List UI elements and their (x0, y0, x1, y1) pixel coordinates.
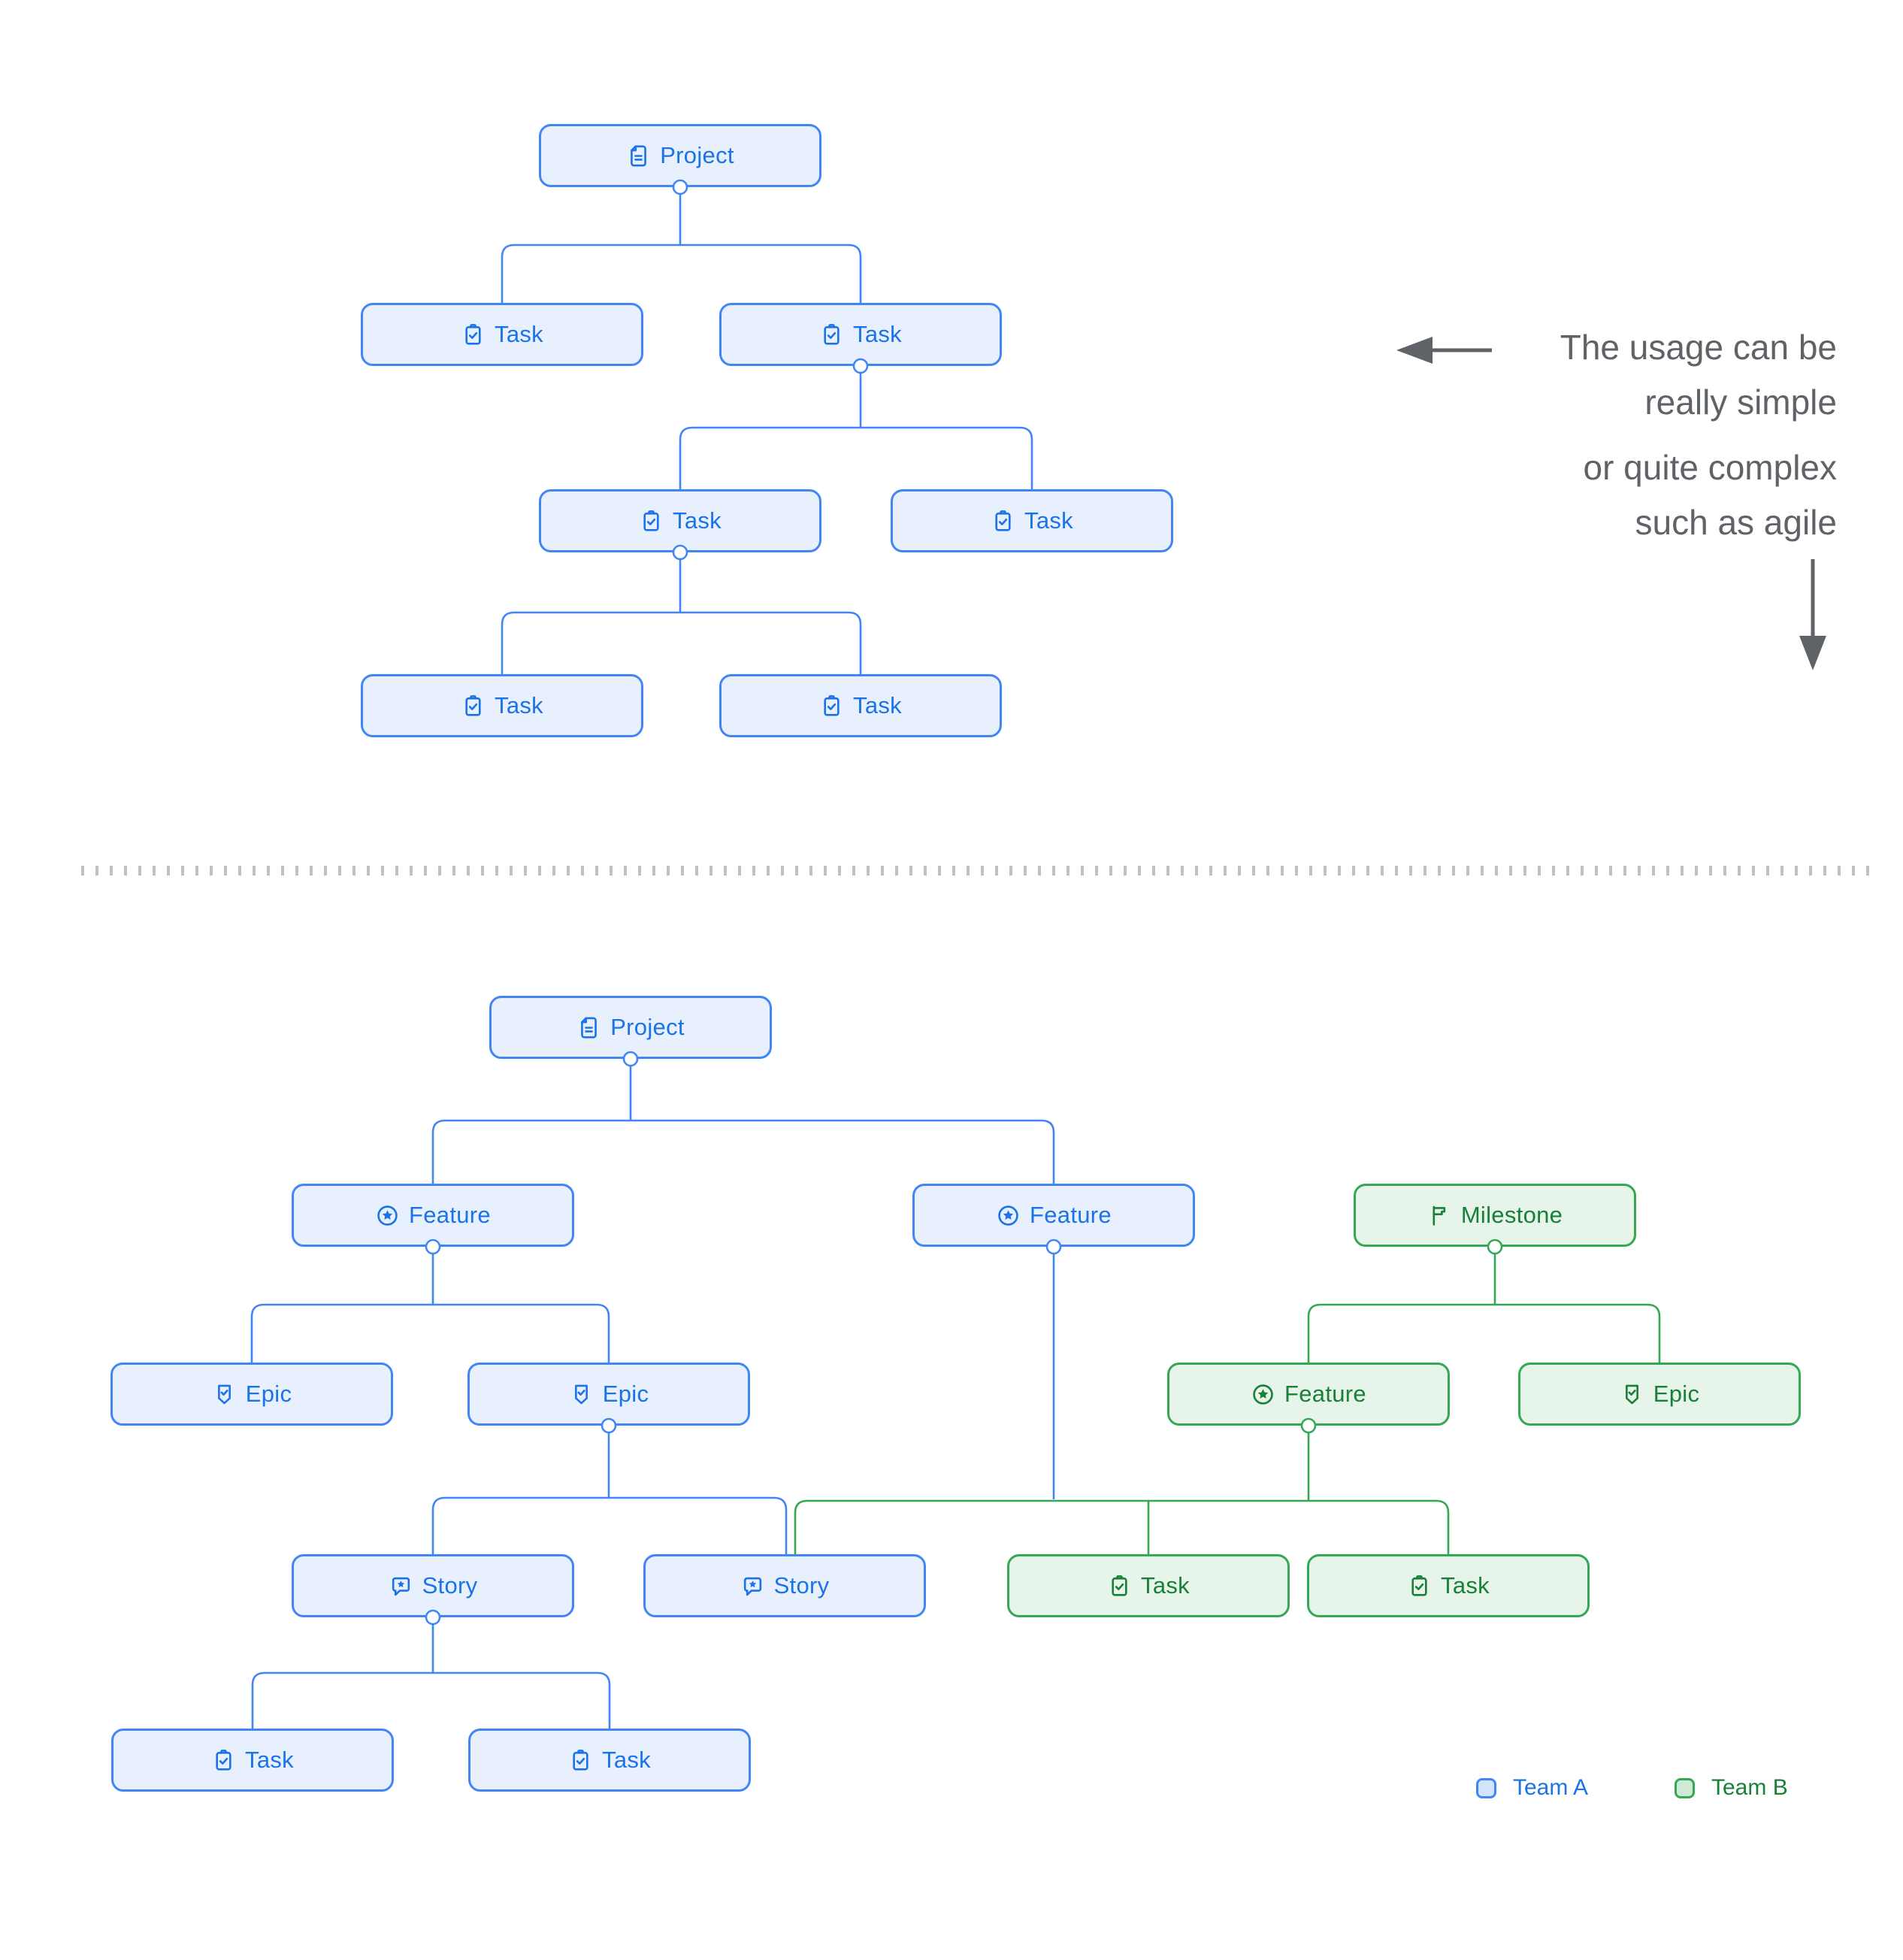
node-label: Task (1441, 1572, 1490, 1599)
bus-project-features (431, 1119, 1055, 1184)
annotation-line: or quite complex (1583, 448, 1838, 487)
node-milestone[interactable]: Milestone (1354, 1184, 1636, 1247)
task-icon (819, 322, 844, 347)
node-simple-task-4[interactable]: Task (891, 489, 1173, 552)
node-simple-task-5[interactable]: Task (361, 674, 643, 737)
node-label: Task (1024, 507, 1073, 534)
task-icon (639, 509, 664, 534)
annotation-paragraph-complex: or quite complex such as agile (1560, 440, 1838, 550)
bus-task3-children (501, 611, 862, 674)
node-task-green-1[interactable]: Task (1007, 1554, 1290, 1617)
node-task-blue-1[interactable]: Task (111, 1729, 394, 1792)
node-epic-1[interactable]: Epic (110, 1363, 393, 1426)
bus-epic2-stories (431, 1496, 788, 1554)
node-label: Task (495, 321, 543, 347)
node-label: Epic (602, 1381, 649, 1407)
feature-icon (375, 1203, 400, 1228)
node-label: Task (853, 692, 902, 718)
node-label: Feature (1030, 1202, 1112, 1228)
task-icon (568, 1748, 593, 1773)
legend-team-b: Team B (1675, 1775, 1788, 1801)
node-label: Epic (245, 1381, 292, 1407)
node-simple-task-2[interactable]: Task (719, 303, 1002, 366)
task-icon (1107, 1574, 1132, 1599)
node-label: Task (673, 507, 722, 534)
annotation-line: such as agile (1635, 503, 1838, 542)
node-label: Project (660, 142, 734, 168)
task-icon (211, 1748, 236, 1773)
node-epic-3[interactable]: Epic (1518, 1363, 1801, 1426)
node-story-1[interactable]: Story (292, 1554, 574, 1617)
task-icon (819, 694, 844, 718)
node-label: Task (1141, 1572, 1190, 1599)
node-label: Task (853, 321, 902, 347)
epic-icon (1620, 1382, 1644, 1407)
node-label: Task (245, 1747, 294, 1773)
team-a-connectors (250, 194, 1055, 1729)
node-simple-task-3[interactable]: Task (539, 489, 821, 552)
node-label: Task (495, 692, 543, 718)
story-icon (389, 1574, 413, 1599)
annotation-paragraph-simple: The usage can be really simple (1560, 320, 1837, 430)
node-simple-task-1[interactable]: Task (361, 303, 643, 366)
task-icon (991, 509, 1015, 534)
node-label: Feature (1284, 1381, 1366, 1407)
task-icon (461, 694, 486, 718)
left-arrow-head (1396, 337, 1433, 364)
feature-icon (1251, 1382, 1275, 1407)
bus-task2-children (679, 426, 1033, 489)
bus-story1-tasks (251, 1671, 611, 1729)
node-label: Feature (409, 1202, 491, 1228)
annotation-text: The usage can be really simple or quite … (1560, 320, 1837, 550)
task-icon (1407, 1574, 1432, 1599)
node-label: Task (602, 1747, 651, 1773)
legend-team-b-label: Team B (1711, 1775, 1788, 1800)
node-label: Story (773, 1572, 830, 1599)
annotation-line: The usage can be (1560, 328, 1837, 367)
node-simple-task-6[interactable]: Task (719, 674, 1002, 737)
node-task-green-2[interactable]: Task (1307, 1554, 1590, 1617)
epic-icon (569, 1382, 594, 1407)
bus-project-tasks (501, 243, 862, 303)
node-feature-3[interactable]: Feature (1167, 1363, 1450, 1426)
node-label: Project (610, 1014, 685, 1040)
epic-icon (212, 1382, 237, 1407)
bus-feature1-epics (250, 1303, 610, 1363)
node-feature-2[interactable]: Feature (912, 1184, 1195, 1247)
milestone-icon (1427, 1203, 1452, 1228)
node-epic-2[interactable]: Epic (467, 1363, 750, 1426)
node-task-blue-2[interactable]: Task (468, 1729, 751, 1792)
story-icon (740, 1574, 765, 1599)
bus-milestone-children (1307, 1303, 1661, 1363)
node-feature-1[interactable]: Feature (292, 1184, 574, 1247)
node-complex-project[interactable]: Project (489, 996, 772, 1059)
team-a-swatch-icon (1476, 1777, 1496, 1798)
node-label: Milestone (1460, 1202, 1563, 1228)
document-icon (626, 144, 651, 168)
down-arrow-head (1799, 636, 1826, 670)
annotation-line: really simple (1644, 383, 1837, 422)
bus-feature3-children (794, 1499, 1450, 1554)
feature-icon (996, 1203, 1021, 1228)
legend-team-a: Team A (1476, 1775, 1588, 1801)
node-story-2[interactable]: Story (643, 1554, 926, 1617)
team-b-swatch-icon (1675, 1777, 1695, 1798)
document-icon (576, 1015, 601, 1040)
legend-team-a-label: Team A (1513, 1775, 1589, 1800)
node-label: Story (422, 1572, 478, 1599)
task-icon (461, 322, 486, 347)
node-simple-project[interactable]: Project (539, 124, 821, 187)
node-label: Epic (1653, 1381, 1700, 1407)
dotted-divider (81, 866, 1873, 876)
